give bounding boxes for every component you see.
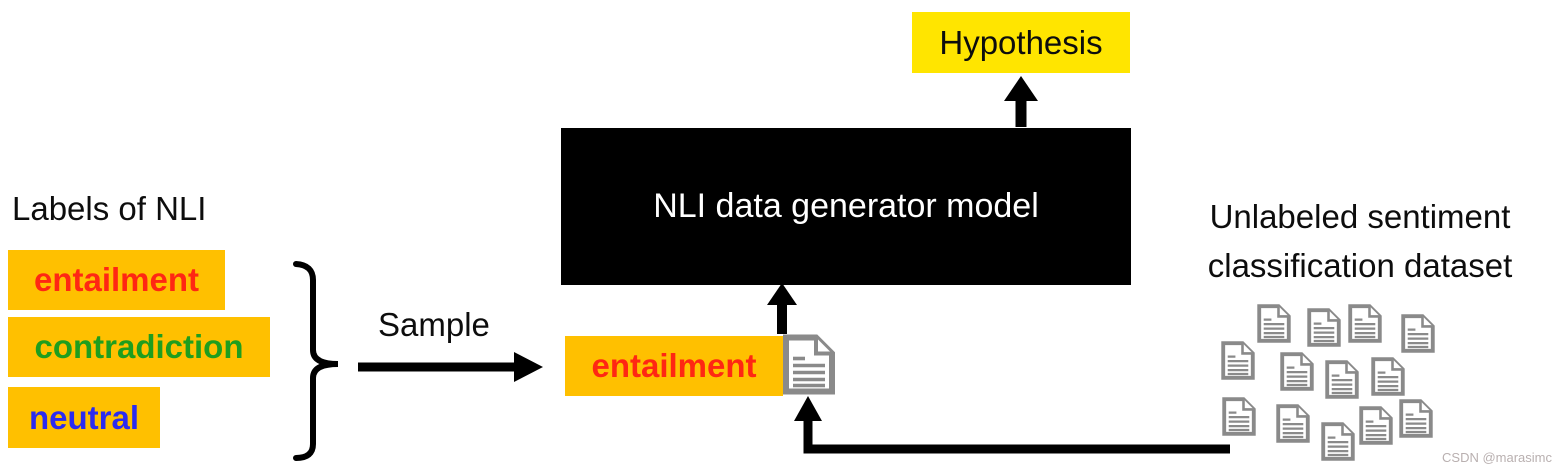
dataset-caption-line1: Unlabeled sentiment [1209, 198, 1511, 235]
sample-arrow [358, 352, 543, 382]
document-icon [781, 333, 837, 396]
nli-label-contradiction-text: contradiction [34, 328, 244, 365]
document-icon [1220, 337, 1256, 384]
sample-label: Sample [378, 306, 490, 343]
nli-label-contradiction: contradiction [8, 317, 270, 377]
sampled-label-box: entailment [565, 336, 783, 396]
document-icon [1347, 300, 1383, 347]
generator-model-label: NLI data generator model [653, 187, 1039, 225]
labels-group-brace [293, 261, 339, 461]
generator-model-box: NLI data generator model [561, 128, 1131, 285]
watermark: CSDN @marasimc [1442, 450, 1552, 465]
nli-label-neutral-text: neutral [28, 398, 140, 436]
hypothesis-box: Hypothesis [912, 12, 1130, 73]
document-icon [1320, 418, 1356, 465]
document-icon [1256, 300, 1292, 347]
hypothesis-label: Hypothesis [939, 23, 1103, 61]
document-icon [1370, 353, 1406, 400]
dataset-to-doc-arrow [794, 396, 1230, 454]
document-icon [1324, 356, 1360, 403]
document-icon [1279, 348, 1315, 395]
document-icon [1275, 400, 1311, 447]
model-to-hypothesis-arrow [1004, 76, 1038, 127]
document-icon [1306, 304, 1342, 351]
dataset-caption-line2: classification dataset [1207, 247, 1513, 284]
dataset-caption: Unlabeled sentiment classification datas… [1180, 192, 1540, 290]
nli-label-entailment: entailment [8, 250, 225, 310]
document-icon [1221, 393, 1257, 440]
nli-label-neutral: neutral [8, 387, 160, 448]
nli-label-entailment-text: entailment [33, 261, 200, 298]
doc-to-model-arrow [767, 283, 797, 334]
document-icon [1358, 402, 1394, 449]
labels-heading: Labels of NLI [12, 190, 207, 227]
sampled-label-text: entailment [591, 347, 757, 384]
document-icon [1398, 395, 1434, 442]
document-icon [1400, 310, 1436, 357]
